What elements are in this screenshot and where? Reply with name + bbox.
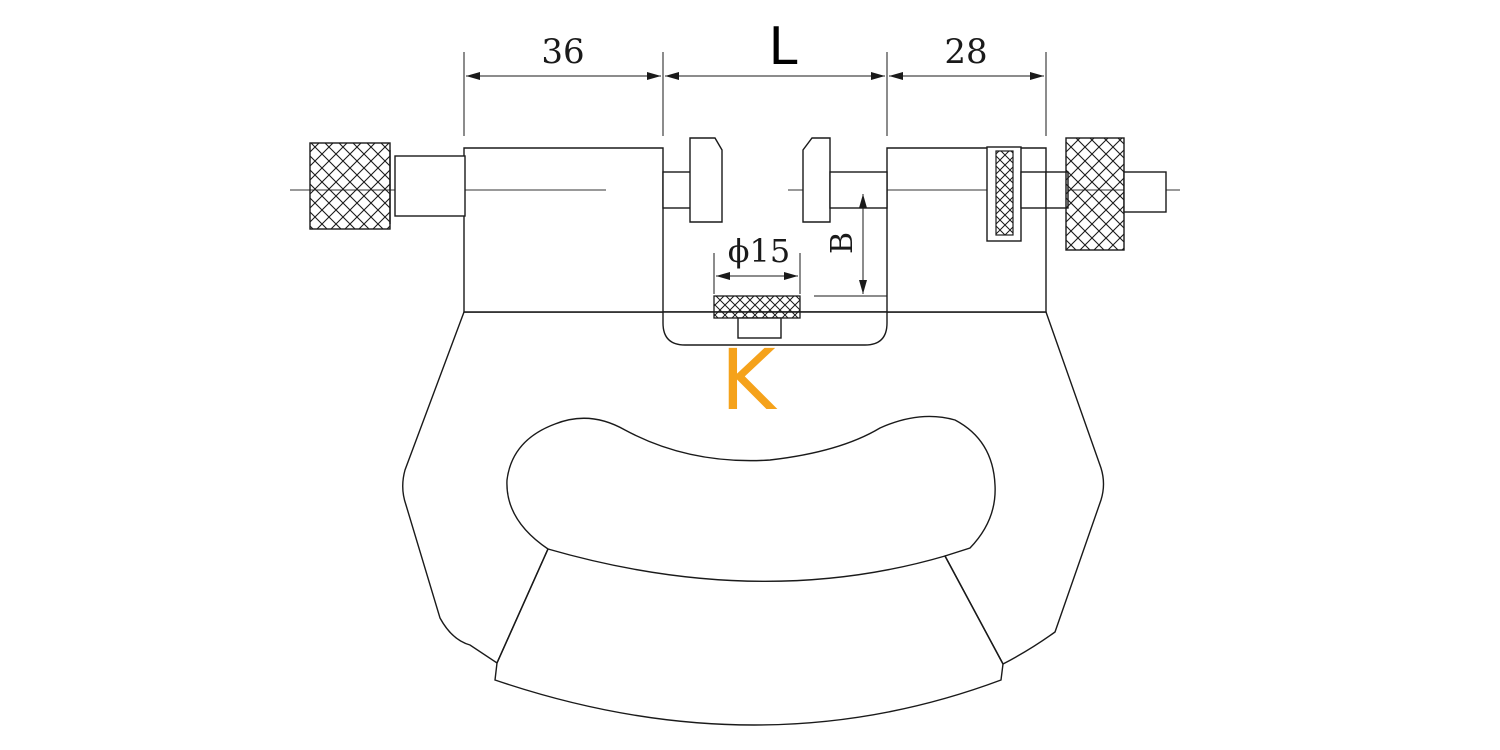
head-block: [463, 147, 1047, 346]
dim-right-length: 28: [944, 32, 987, 72]
dim-center-length: L: [769, 17, 798, 77]
left-thimble: [309, 142, 466, 230]
k-marker-label: K: [720, 331, 777, 429]
left-anvil: [662, 137, 723, 223]
bottom-anvil: [713, 295, 801, 339]
dim-height-label: B: [825, 232, 860, 254]
frame-body: [402, 311, 1105, 726]
right-spindle: [802, 137, 888, 223]
dim-anvil-diameter: ϕ15: [728, 232, 791, 270]
right-lock-nut: [986, 146, 1047, 242]
dim-left-length: 36: [541, 32, 584, 72]
right-thimble: [1045, 137, 1167, 251]
dimension-lines: [463, 52, 1047, 297]
